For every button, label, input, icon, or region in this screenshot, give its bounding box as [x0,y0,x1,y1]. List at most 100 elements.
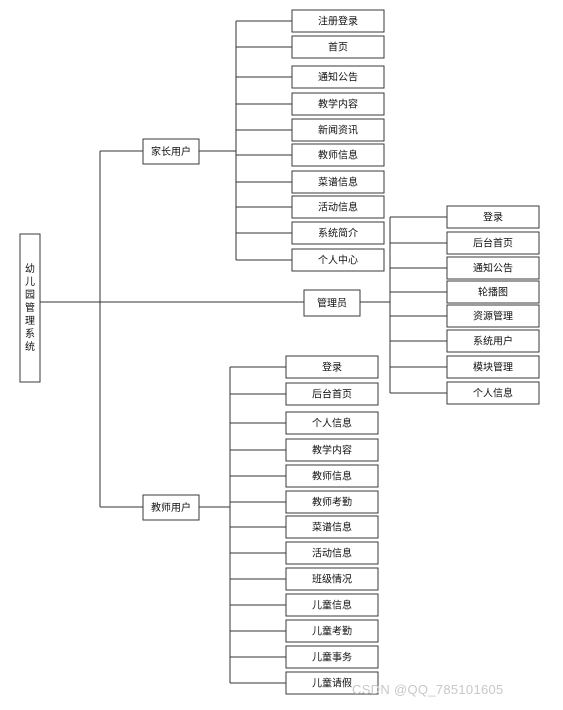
teacher-child-node-label: 后台首页 [312,388,352,401]
teacher-child-node: 后台首页 [285,382,379,406]
teacher-child-node: 菜谱信息 [285,515,379,539]
parent-child-node-box [291,9,385,33]
parent-child-node-box [291,248,385,272]
teacher-child-node: 儿童考勤 [285,619,379,643]
teacher-node-box [142,494,200,521]
teacher-child-node-box [285,355,379,379]
teacher-child-node-label: 教师信息 [312,470,352,483]
admin-child-node: 轮播图 [446,280,540,304]
teacher-child-node-label: 儿童考勤 [312,625,352,638]
admin-child-node-box [446,304,540,328]
teacher-child-node: 儿童信息 [285,593,379,617]
parent-child-node-box [291,221,385,245]
admin-child-node: 通知公告 [446,256,540,280]
teacher-child-node: 教学内容 [285,438,379,462]
admin-child-node-box [446,355,540,379]
admin-child-node-box [446,231,540,255]
teacher-child-node-label: 个人信息 [312,417,352,430]
admin-child-node-box [446,280,540,304]
parent-child-node-label: 新闻资讯 [318,124,358,137]
teacher-child-node-label: 儿童信息 [312,599,352,612]
teacher-child-node-box [285,411,379,435]
parent-child-node-label: 菜谱信息 [318,176,358,189]
teacher-child-node-label: 活动信息 [312,547,352,560]
admin-child-node-box [446,256,540,280]
teacher-child-node-box [285,464,379,488]
teacher-child-node: 儿童请假 [285,671,379,695]
parent-child-node-box [291,118,385,142]
teacher-child-node-box [285,490,379,514]
teacher-child-node-label: 儿童请假 [312,677,352,690]
parent-child-node-box [291,35,385,59]
admin-child-node-label: 系统用户 [473,335,513,348]
admin-node-box [303,289,361,317]
teacher-child-node: 登录 [285,355,379,379]
parent-child-node-box [291,170,385,194]
teacher-child-node: 教师考勤 [285,490,379,514]
admin-child-node-label: 个人信息 [473,387,513,400]
admin-node-label: 管理员 [317,297,347,310]
parent-child-node: 活动信息 [291,195,385,219]
admin-child-node: 登录 [446,205,540,229]
parent-child-node-label: 系统简介 [318,227,358,240]
root-node-box [19,233,41,383]
teacher-child-node-label: 儿童事务 [312,651,352,664]
parent-child-node-label: 注册登录 [318,15,358,28]
parent-child-node-label: 个人中心 [318,254,358,267]
parent-child-node: 系统简介 [291,221,385,245]
parent-child-node: 注册登录 [291,9,385,33]
parent-child-node: 菜谱信息 [291,170,385,194]
teacher-child-node-box [285,593,379,617]
teacher-child-node-box [285,645,379,669]
admin-child-node: 个人信息 [446,381,540,405]
csdn-watermark: CSDN @QQ_785101605 [352,682,504,697]
teacher-child-node: 儿童事务 [285,645,379,669]
parent-child-node-label: 首页 [328,41,348,54]
parent-child-node-label: 教学内容 [318,98,358,111]
parent-child-node-label: 活动信息 [318,201,358,214]
admin-child-node: 资源管理 [446,304,540,328]
admin-child-node-label: 后台首页 [473,237,513,250]
teacher-child-node-box [285,515,379,539]
admin-child-node: 后台首页 [446,231,540,255]
parent-child-node: 通知公告 [291,65,385,89]
parent-node: 家长用户 [142,138,200,165]
teacher-child-node-label: 教学内容 [312,444,352,457]
teacher-child-node-label: 教师考勤 [312,496,352,509]
root-node: 幼儿园管理系统 [19,233,41,383]
admin-child-node-box [446,329,540,353]
admin-child-node-label: 模块管理 [473,361,513,374]
teacher-child-node-box [285,567,379,591]
parent-child-node-box [291,143,385,167]
teacher-child-node-label: 菜谱信息 [312,521,352,534]
parent-child-node: 个人中心 [291,248,385,272]
teacher-child-node-box [285,438,379,462]
root-node-label: 幼儿园管理系统 [25,262,35,353]
admin-child-node-box [446,205,540,229]
teacher-child-node-label: 班级情况 [312,573,352,586]
teacher-child-node-box [285,541,379,565]
parent-child-node: 新闻资讯 [291,118,385,142]
admin-child-node-label: 资源管理 [473,310,513,323]
parent-child-node-box [291,92,385,116]
teacher-child-node-box [285,382,379,406]
admin-child-node-label: 轮播图 [478,286,508,299]
admin-node: 管理员 [303,289,361,317]
parent-child-node-box [291,195,385,219]
admin-child-node: 系统用户 [446,329,540,353]
parent-child-node: 教师信息 [291,143,385,167]
teacher-child-node-box [285,619,379,643]
teacher-child-node: 班级情况 [285,567,379,591]
teacher-node-label: 教师用户 [151,501,191,514]
parent-child-node: 首页 [291,35,385,59]
teacher-node: 教师用户 [142,494,200,521]
teacher-child-node: 教师信息 [285,464,379,488]
parent-child-node-label: 通知公告 [318,71,358,84]
parent-child-node-label: 教师信息 [318,149,358,162]
parent-child-node-box [291,65,385,89]
parent-node-label: 家长用户 [151,145,191,158]
teacher-child-node: 个人信息 [285,411,379,435]
admin-child-node-label: 通知公告 [473,262,513,275]
parent-child-node: 教学内容 [291,92,385,116]
